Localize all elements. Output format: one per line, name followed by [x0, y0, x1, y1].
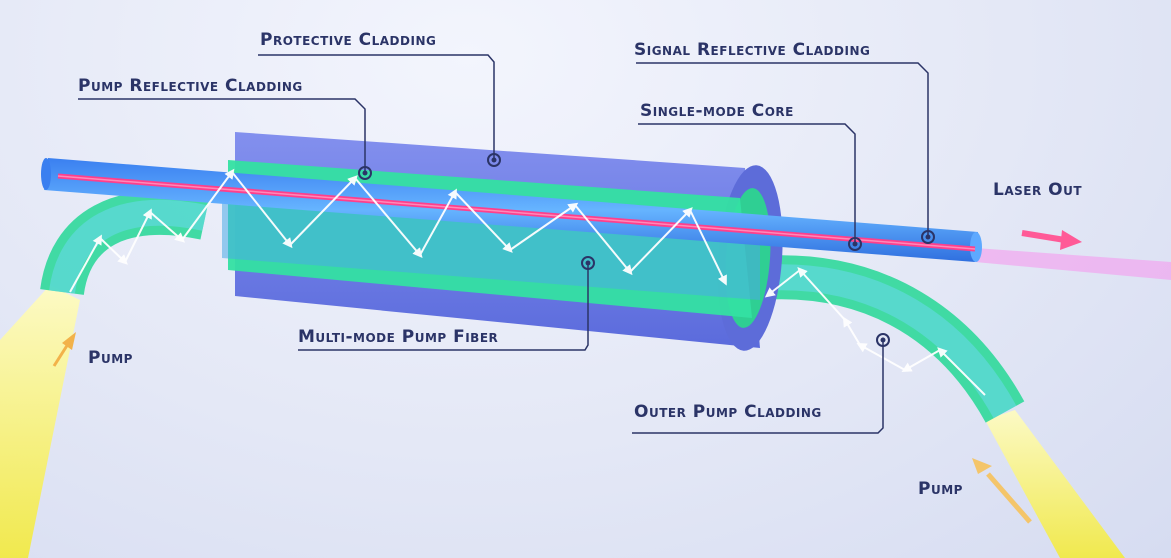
leader-markers: [358, 153, 935, 347]
label-pump-left: Pump: [88, 348, 133, 368]
laser-out-arrow: [1021, 230, 1082, 250]
label-pump-right: Pump: [918, 479, 963, 499]
leader-lines: [78, 54, 929, 434]
marker-protective-cladding: [487, 153, 501, 167]
label-multi-mode-pump-fiber: Multi-mode Pump Fiber: [298, 327, 499, 347]
label-signal-reflective-cladding: Signal Reflective Cladding: [634, 40, 871, 60]
left-pump-fiber: [40, 190, 210, 296]
label-single-mode-core: Single-mode Core: [640, 101, 794, 121]
pump-light-rays: [69, 168, 986, 396]
pump-beam-right: [985, 410, 1125, 558]
pump-arrow-left: [52, 332, 76, 367]
pump-arrow-right: [972, 458, 1032, 524]
laser-out-beam: [975, 248, 1171, 280]
marker-signal-reflective-cladding: [921, 230, 935, 244]
marker-pump-reflective-cladding: [358, 166, 372, 180]
label-pump-reflective-cladding: Pump Reflective Cladding: [78, 76, 303, 96]
right-pump-fiber: [758, 255, 1025, 423]
marker-single-mode-core: [848, 237, 862, 251]
label-protective-cladding: Protective Cladding: [260, 30, 437, 50]
marker-outer-pump-cladding: [876, 333, 890, 347]
label-laser-out: Laser Out: [993, 180, 1082, 200]
marker-multi-mode-pump-fiber: [581, 256, 595, 270]
label-outer-pump-cladding: Outer Pump Cladding: [634, 402, 822, 422]
pump-beam-left: [0, 285, 80, 558]
